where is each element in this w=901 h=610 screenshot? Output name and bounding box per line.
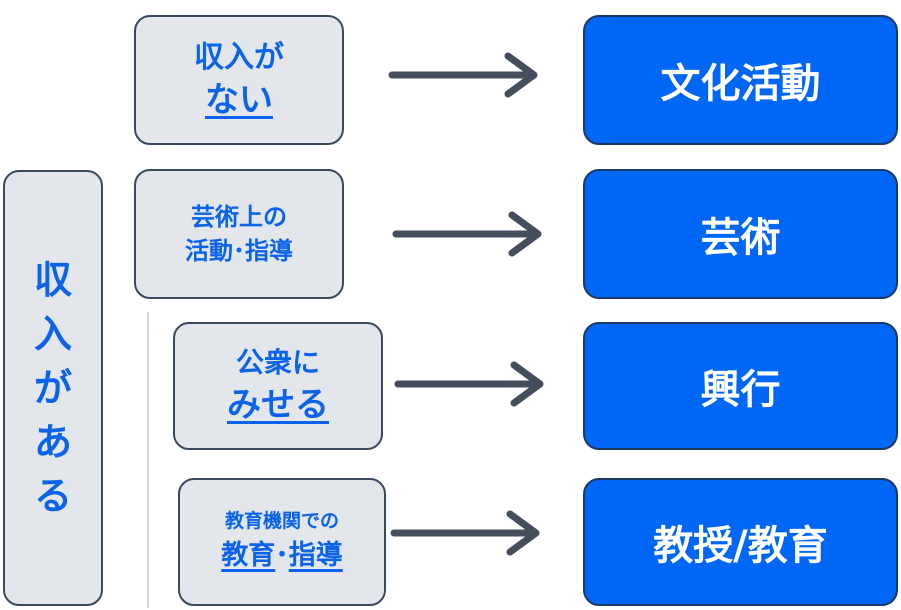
result-cultural-activity: 文化活動 xyxy=(583,15,898,145)
arrow-right-icon xyxy=(388,52,538,98)
condition-no-income-line1: 収入が xyxy=(194,40,284,75)
condition-public-show: 公衆に みせる xyxy=(173,322,383,450)
arrow-right-icon xyxy=(394,361,544,407)
condition-art-line1: 芸術上の xyxy=(191,203,287,231)
income-group-box: 収 入 が あ る xyxy=(3,170,103,606)
arrow-right-icon xyxy=(392,211,542,257)
income-group-label: 収 入 が あ る xyxy=(33,258,72,518)
arrow-right-icon xyxy=(390,510,540,556)
condition-no-income-line2: ない xyxy=(205,80,273,120)
result-entertainment: 興行 xyxy=(583,322,898,450)
edu-teaching: 教育 xyxy=(221,540,276,571)
condition-show-line2: みせる xyxy=(227,385,329,425)
group-divider xyxy=(147,312,149,608)
condition-edu-line1: 教育機関での xyxy=(224,510,339,532)
condition-edu-line2: 教育･指導 xyxy=(221,535,343,577)
result-entertainment-label: 興行 xyxy=(700,367,781,413)
condition-education: 教育機関での 教育･指導 xyxy=(178,478,386,606)
condition-art-activity: 芸術上の 活動･指導 xyxy=(134,169,344,299)
result-professor-education-label: 教授/教育 xyxy=(653,523,828,569)
edu-separator: ･ xyxy=(275,540,289,571)
condition-show-line1: 公衆に xyxy=(235,346,320,379)
result-cultural-activity-label: 文化活動 xyxy=(660,61,821,107)
edu-guidance: 指導 xyxy=(288,540,343,571)
result-art-label: 芸術 xyxy=(700,215,781,261)
result-professor-education: 教授/教育 xyxy=(583,478,898,606)
condition-art-line2: 活動･指導 xyxy=(185,237,293,265)
result-art: 芸術 xyxy=(583,169,898,299)
condition-no-income: 収入が ない xyxy=(134,15,344,145)
